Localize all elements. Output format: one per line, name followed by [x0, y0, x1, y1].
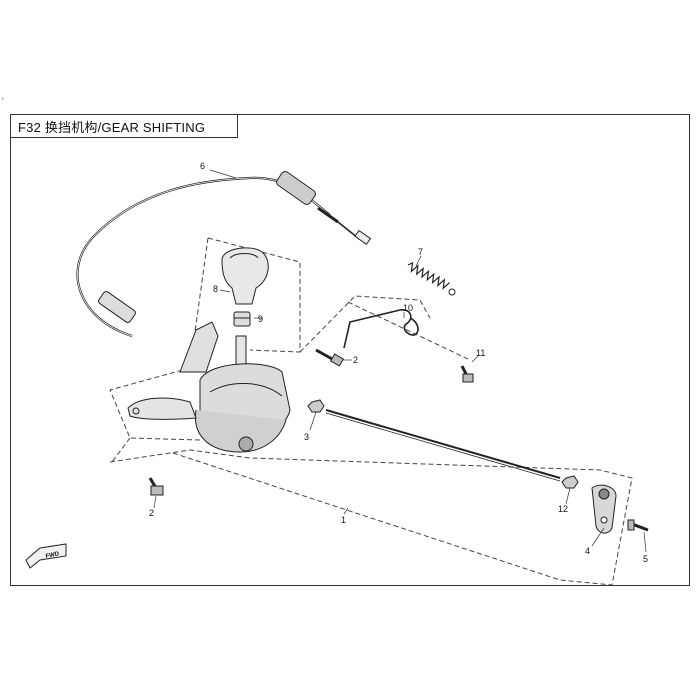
- callout-2-top: 2: [353, 355, 358, 365]
- callout-11: 11: [476, 348, 485, 358]
- diagram-frame: [10, 114, 690, 586]
- bolt-5: [627, 519, 649, 532]
- callout-7: 7: [418, 247, 423, 257]
- page-title: F32 换挡机构/GEAR SHIFTING: [18, 120, 206, 135]
- bracket-rod: [343, 309, 419, 349]
- bolt-2-top: [315, 348, 345, 367]
- corner-mark: ': [2, 96, 4, 106]
- assembly-outline: [109, 237, 633, 586]
- bolt-2-bottom: [148, 477, 164, 496]
- bushing: [233, 311, 251, 327]
- shift-rod: [325, 409, 561, 482]
- nut-3: [307, 399, 325, 413]
- callout-6: 6: [200, 161, 205, 171]
- shift-knob: [221, 247, 269, 305]
- leader-lines: [153, 169, 647, 553]
- callout-1: 1: [341, 515, 346, 525]
- callout-2-bottom: 2: [149, 508, 154, 518]
- spring: [407, 261, 456, 296]
- callouts: 6 7 8 9 10 2 11 3 2 1 12 4 5 FWD: [45, 161, 648, 564]
- callout-3: 3: [304, 432, 309, 442]
- shift-cable: [76, 171, 372, 338]
- callout-4: 4: [585, 546, 590, 556]
- title-box: [10, 114, 238, 138]
- callout-10: 10: [403, 303, 413, 313]
- fwd-arrow: [25, 543, 67, 569]
- callout-5: 5: [643, 554, 648, 564]
- shift-lever-housing: [127, 321, 291, 453]
- shift-arm: [591, 484, 617, 534]
- callout-12: 12: [558, 504, 568, 514]
- callout-8: 8: [213, 284, 218, 294]
- bolt-11: [460, 365, 474, 383]
- nut-12: [561, 475, 579, 489]
- callout-9: 9: [258, 314, 263, 324]
- fwd-label: FWD: [45, 551, 60, 560]
